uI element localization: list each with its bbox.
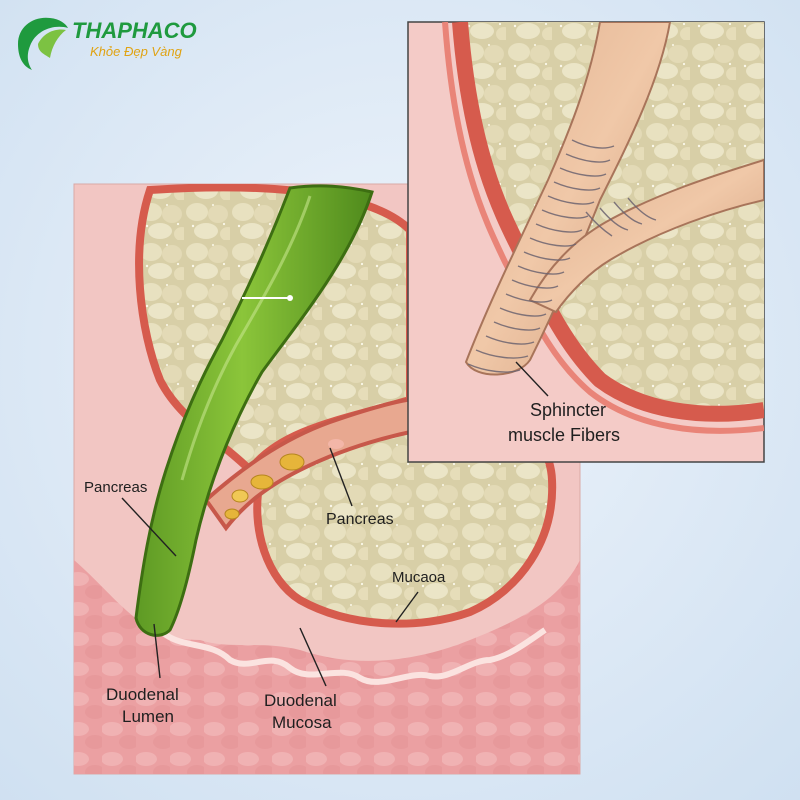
- label-mucaoa: Mucaoa: [392, 569, 446, 586]
- label-duodenal-mucosa-line2: Mucosa: [272, 713, 332, 732]
- bile-duct: [134, 184, 374, 637]
- label-sphincter-line2: muscle Fibers: [508, 425, 620, 445]
- leaf-logo-icon: [18, 17, 68, 70]
- brand-logo: THAPHACO Khỏe Đẹp Vàng: [18, 17, 197, 70]
- label-sphincter-line1: Sphincter: [530, 400, 606, 420]
- brand-tagline: Khỏe Đẹp Vàng: [90, 44, 183, 59]
- branch-duct-tube: [528, 158, 764, 314]
- stone: [328, 439, 344, 449]
- label-pancreas-left: Pancreas: [84, 479, 147, 496]
- stone: [231, 489, 249, 503]
- label-duodenal-lumen-line1: Duodenal: [106, 685, 179, 704]
- stone: [279, 453, 305, 471]
- label-duodenal-mucosa-line1: Duodenal: [264, 691, 337, 710]
- stone: [250, 474, 274, 490]
- inset-panel: [407, 21, 765, 463]
- duodenal-mucosa-tissue: [74, 560, 580, 774]
- leader-lines: [121, 361, 549, 687]
- stone: [224, 508, 240, 520]
- label-duodenal-lumen-line2: Lumen: [122, 707, 174, 726]
- sphincter-fibers: [467, 139, 657, 373]
- brand-name: THAPHACO: [72, 18, 197, 43]
- common-duct-tube: [464, 22, 672, 376]
- label-pancreas-center: Pancreas: [326, 511, 394, 528]
- main-panel: [73, 183, 581, 775]
